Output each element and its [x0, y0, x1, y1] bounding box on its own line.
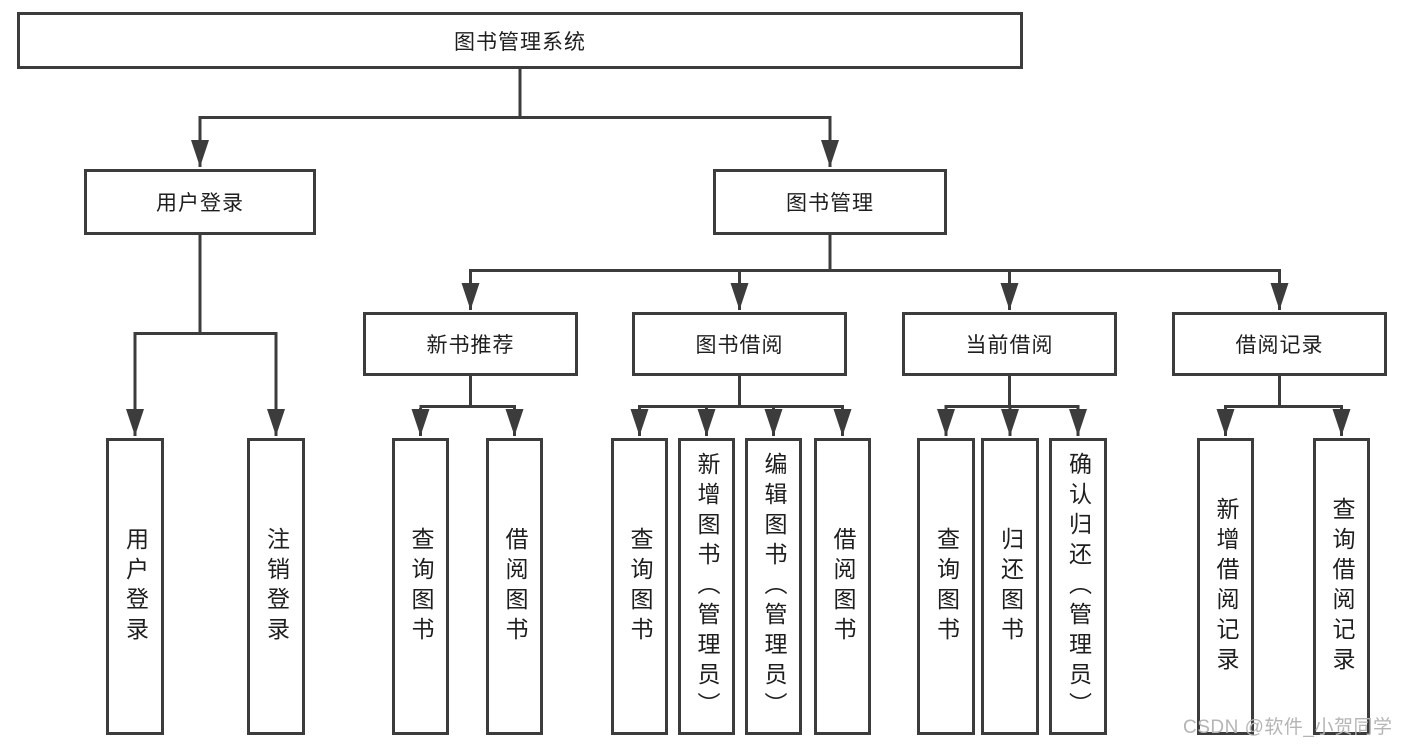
node-label: 用户登录 — [122, 526, 149, 647]
node-label: 图书借阅 — [695, 334, 784, 357]
node-label: 注销登录 — [263, 526, 290, 647]
node-root: 图书管理系统 — [17, 12, 1023, 69]
node-label: 查询图书 — [627, 526, 653, 647]
node-label: 借阅图书 — [830, 526, 856, 647]
node-book-borrowing: 图书借阅 — [632, 312, 847, 376]
node-new-book-recommendation: 新书推荐 — [363, 312, 578, 376]
node-label: 新增借阅记录 — [1213, 496, 1239, 677]
node-label: 编辑图书（管理员） — [761, 451, 787, 722]
leaf-current-query-book: 查询图书 — [917, 438, 975, 735]
leaf-records-add-record: 新增借阅记录 — [1197, 438, 1254, 735]
node-current-borrowing: 当前借阅 — [902, 312, 1117, 376]
leaf-borrowing-borrow-book: 借阅图书 — [814, 438, 871, 735]
node-label: 借阅图书 — [502, 526, 528, 647]
node-label: 确认归还（管理员） — [1065, 451, 1092, 722]
node-borrowing-records: 借阅记录 — [1172, 312, 1387, 376]
leaf-borrowing-query-book: 查询图书 — [611, 438, 668, 735]
leaf-borrowing-edit-book-admin: 编辑图书（管理员） — [745, 438, 802, 735]
node-user-login: 用户登录 — [84, 169, 316, 235]
leaf-recommend-query-book: 查询图书 — [392, 438, 449, 735]
node-label: 新书推荐 — [426, 334, 515, 357]
node-label: 新增图书（管理员） — [694, 451, 720, 722]
node-label: 借阅记录 — [1235, 334, 1324, 357]
leaf-logout: 注销登录 — [247, 438, 305, 735]
node-label: 用户登录 — [156, 192, 244, 215]
watermark: CSDN @软件_小贺同学 — [1183, 717, 1393, 738]
node-label: 图书管理系统 — [454, 30, 586, 54]
node-book-management: 图书管理 — [713, 169, 947, 235]
leaf-current-return-book: 归还图书 — [981, 438, 1039, 735]
leaf-recommend-borrow-book: 借阅图书 — [486, 438, 543, 735]
leaf-user-login: 用户登录 — [106, 438, 164, 735]
node-label: 查询图书 — [933, 526, 960, 647]
leaf-borrowing-add-book-admin: 新增图书（管理员） — [678, 438, 735, 735]
node-label: 查询图书 — [408, 526, 434, 647]
node-label: 查询借阅记录 — [1329, 496, 1355, 677]
node-label: 图书管理 — [786, 192, 874, 215]
leaf-records-query-record: 查询借阅记录 — [1313, 438, 1370, 735]
node-label: 当前借阅 — [965, 334, 1054, 357]
leaf-current-confirm-return-admin: 确认归还（管理员） — [1049, 438, 1107, 735]
node-label: 归还图书 — [997, 526, 1024, 647]
